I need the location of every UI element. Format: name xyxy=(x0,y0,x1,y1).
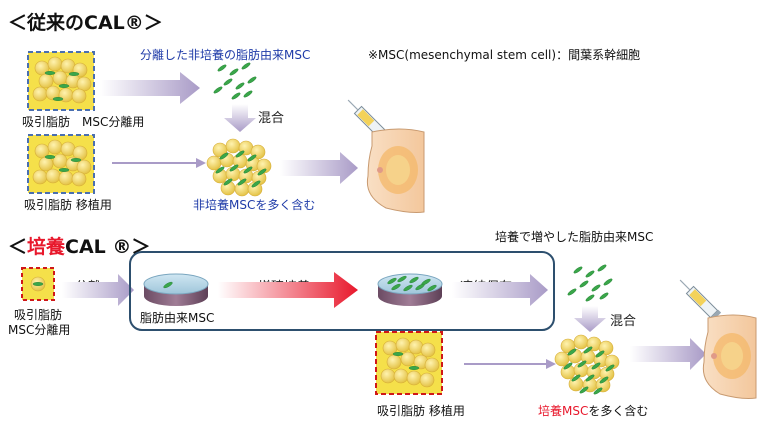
cultured-fat-for-transplant-label: 吸引脂肪 移植用 xyxy=(377,404,465,418)
fat-for-transplant-label: 吸引脂肪 移植用 xyxy=(24,198,112,212)
step-mix-label: 混合 xyxy=(258,111,285,126)
cultured-mix-arrow xyxy=(574,306,606,332)
culture-process-box xyxy=(129,251,555,331)
msc-footnote: ※MSC(mesenchymal stem cell)：間葉系幹細胞 xyxy=(368,48,641,62)
cultured-step-mix-label: 混合 xyxy=(610,314,637,329)
conventional-title: ＜従来のCAL®＞ xyxy=(8,12,163,34)
petri-dish-expanded xyxy=(377,273,443,306)
small-fat-box xyxy=(21,267,55,301)
fat-box-msc xyxy=(27,51,95,111)
mixed-cultured-label: 培養MSCを多く含む xyxy=(538,404,649,418)
mixed-uncultured-cluster xyxy=(206,138,272,197)
cultured-breast-icon xyxy=(702,314,757,399)
cultured-transplant-arrow xyxy=(630,338,706,370)
expanded-msc-cluster xyxy=(566,263,614,303)
transplant-arrow xyxy=(280,152,358,184)
separate-arrow xyxy=(100,72,200,104)
expanded-msc-label: 培養で増やした脂肪由来MSC xyxy=(495,230,654,244)
dish-label: 脂肪由来MSC xyxy=(140,311,215,325)
fat-box-transplant xyxy=(27,134,95,194)
cultured-fat-box-transplant xyxy=(375,331,443,395)
cultured-fat-line-arrow xyxy=(464,359,556,369)
mixed-uncultured-label: 非培養MSCを多く含む xyxy=(193,198,316,212)
cultured-separate-arrow xyxy=(62,274,134,306)
uncultured-msc-label: 分離した非培養の脂肪由来MSC xyxy=(140,48,311,62)
fat-for-msc-label: 吸引脂肪 MSC分離用 xyxy=(22,115,145,129)
mixed-cultured-cluster xyxy=(554,334,620,396)
petri-dish-initial xyxy=(143,273,209,306)
small-fat-label-2: MSC分離用 xyxy=(8,323,71,337)
mix-arrow xyxy=(224,104,256,132)
culture-arrow xyxy=(218,272,358,308)
freeze-arrow xyxy=(452,274,548,306)
transplant-fat-line-arrow xyxy=(112,158,206,168)
breast-icon xyxy=(366,128,425,213)
small-fat-label-1: 吸引脂肪 xyxy=(14,308,63,322)
uncultured-msc-cluster xyxy=(212,61,258,101)
